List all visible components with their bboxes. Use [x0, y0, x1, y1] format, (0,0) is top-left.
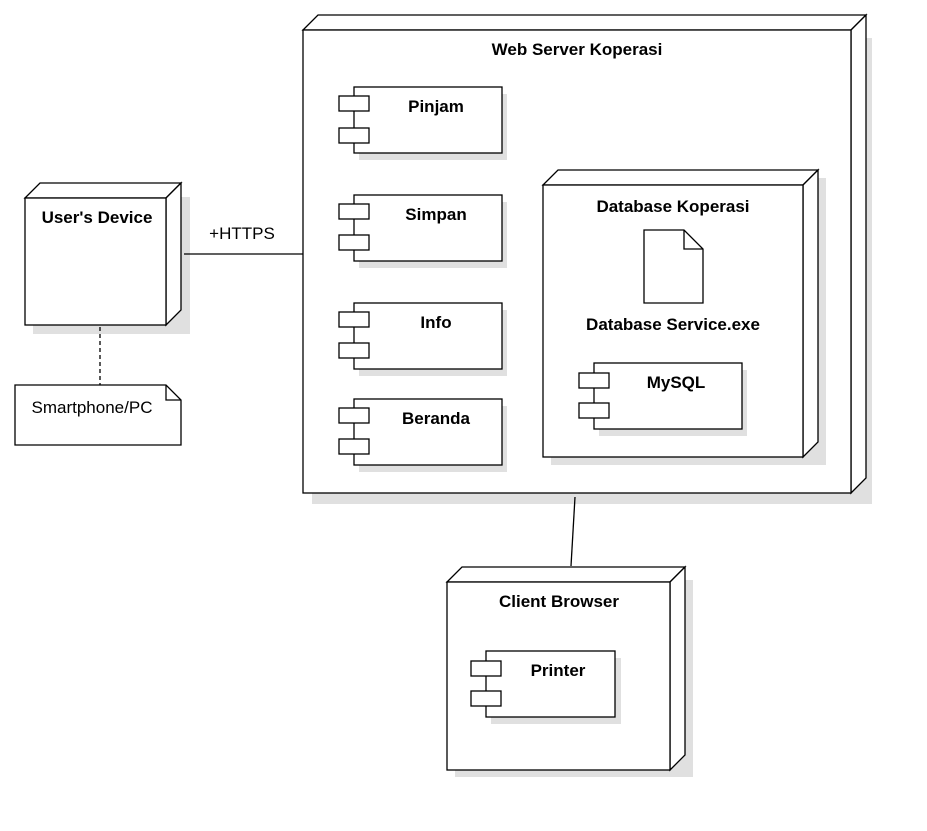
web-server-title: Web Server Koperasi	[492, 40, 663, 59]
artifact-label: Database Service.exe	[586, 315, 760, 334]
client-browser-node[interactable]: Client Browser Printer	[445, 565, 693, 777]
users-device-title: User's Device	[42, 208, 153, 227]
component-info[interactable]: Info	[338, 302, 507, 376]
note-label: Smartphone/PC	[32, 398, 153, 417]
component-pinjam-label: Pinjam	[408, 97, 464, 116]
artifact-document-icon	[643, 229, 704, 304]
client-browser-title: Client Browser	[499, 592, 619, 611]
component-printer[interactable]: Printer	[470, 650, 621, 724]
component-simpan-label: Simpan	[405, 205, 466, 224]
component-beranda-label: Beranda	[402, 409, 471, 428]
component-mysql-label: MySQL	[647, 373, 706, 392]
component-beranda[interactable]: Beranda	[338, 398, 507, 472]
database-node[interactable]: Database Koperasi Database Service.exe M…	[541, 168, 826, 465]
users-device-node[interactable]: User's Device	[23, 181, 190, 334]
component-printer-label: Printer	[531, 661, 586, 680]
note-smartphone-pc[interactable]: Smartphone/PC	[14, 384, 182, 446]
server-client-connection	[570, 496, 576, 567]
component-info-label: Info	[420, 313, 451, 332]
component-simpan[interactable]: Simpan	[338, 194, 507, 268]
component-mysql[interactable]: MySQL	[578, 362, 747, 436]
database-node-title: Database Koperasi	[596, 197, 749, 216]
component-pinjam[interactable]: Pinjam	[338, 86, 507, 160]
https-connection-label: +HTTPS	[209, 224, 275, 243]
